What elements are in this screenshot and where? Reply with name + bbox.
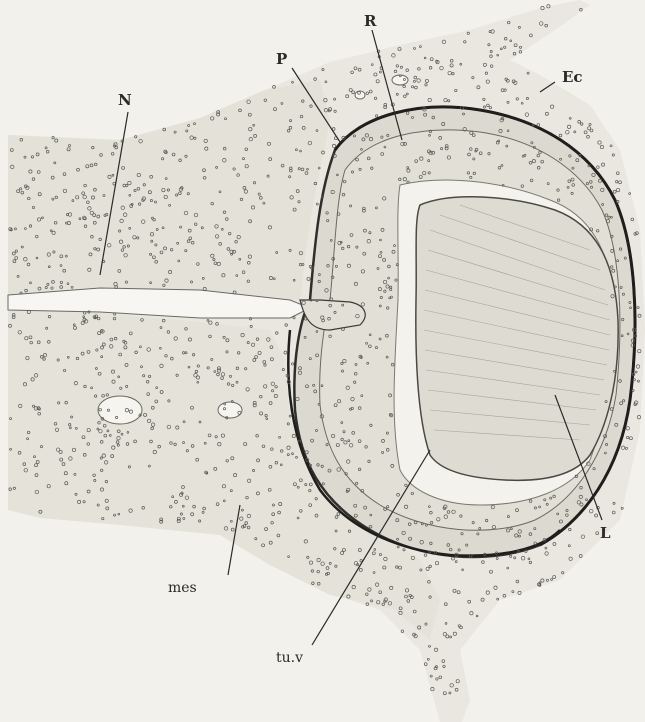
label-P: P	[276, 50, 287, 68]
label-N: N	[118, 91, 132, 109]
label-L: L	[600, 524, 611, 542]
label-tuv: tu.v	[276, 650, 303, 666]
cavity-1	[98, 396, 142, 424]
label-mes: mes	[168, 580, 197, 596]
label-Ec: Ec	[562, 68, 583, 86]
label-R: R	[364, 12, 377, 30]
lens	[416, 197, 618, 481]
upper-left-tissue	[8, 80, 330, 300]
cavity-2	[218, 402, 242, 418]
